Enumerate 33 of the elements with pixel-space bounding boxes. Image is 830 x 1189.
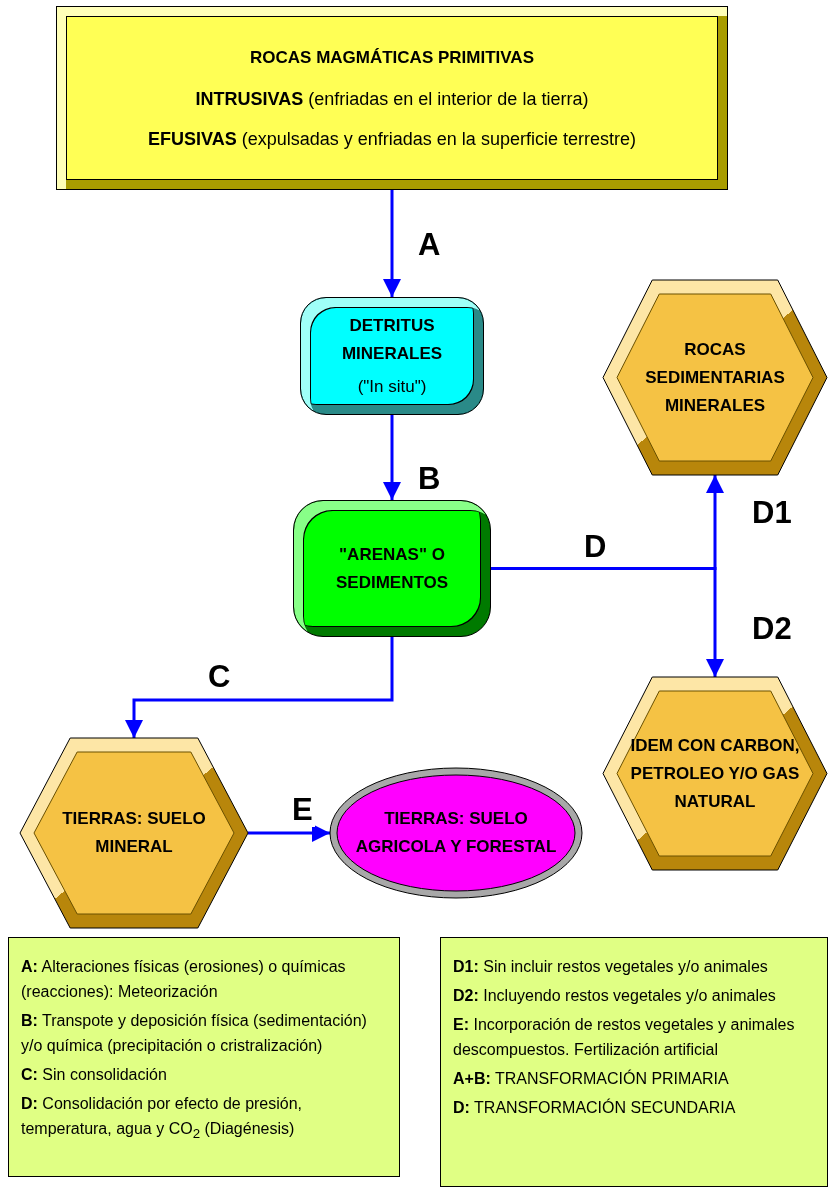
- bevelled-box: [293, 500, 491, 637]
- arrow: [383, 190, 401, 297]
- note-text: D1: Sin incluir restos vegetales y/o animales: [453, 957, 768, 977]
- note-text: E: Incorporación de restos vegetales y animales descompuestos. Fertilización artificial: [453, 1015, 796, 1060]
- ellipse-node: [330, 768, 582, 898]
- bevelled-box: [300, 297, 484, 415]
- arrow: [248, 824, 330, 842]
- node-label: TIERRAS: SUELO MINERAL: [61, 808, 207, 858]
- hexagon-node: [603, 280, 827, 475]
- box-text: ("In situ"): [357, 376, 427, 398]
- note-text: D2: Incluyendo restos vegetales y/o animales: [453, 986, 776, 1006]
- arrow: [491, 567, 724, 677]
- note-text: C: Sin consolidación: [21, 1065, 167, 1085]
- note-text: D: TRANSFORMACIÓN SECUNDARIA: [453, 1097, 736, 1118]
- arrow: [383, 415, 401, 500]
- note-box: [440, 937, 828, 1187]
- hexagon-node: [20, 738, 248, 928]
- note-text: A: Alteraciones físicas (erosiones) o químicas (reacciones): Meteorización: [21, 957, 347, 1002]
- box-heading: "ARENAS" O SEDIMENTOS: [334, 543, 450, 594]
- bevelled-box: [56, 6, 728, 190]
- arrow: [125, 637, 394, 738]
- note-text: D: Consolidación por efecto de presión, temperatura, agua y CO$_{2}$ (Diagénesis): [21, 1094, 304, 1144]
- node-label: TIERRAS: SUELO AGRICOLA Y FORESTAL: [354, 808, 558, 858]
- box-heading: DETRITUS MINERALES: [340, 315, 444, 365]
- hexagon-node: [603, 677, 827, 870]
- node-label: ROCAS SEDIMENTARIAS MINERALES: [644, 338, 786, 417]
- node-label: IDEM CON CARBON, PETROLEO Y/O GAS NATURAL: [629, 734, 801, 813]
- note-text: B: Transpote y deposición física (sedimentación) y/o química (precipitación o cristralización): [21, 1011, 368, 1056]
- box-heading: ROCAS MAGMÁTICAS PRIMITIVAS: [250, 47, 534, 69]
- note-text: A+B: TRANSFORMACIÓN PRIMARIA: [453, 1068, 729, 1089]
- box-text: INTRUSIVAS (enfriadas en el interior de la tierra): [195, 88, 589, 111]
- note-box: [8, 937, 400, 1177]
- box-text: EFUSIVAS (expulsadas y enfriadas en la superficie terrestre): [148, 128, 636, 151]
